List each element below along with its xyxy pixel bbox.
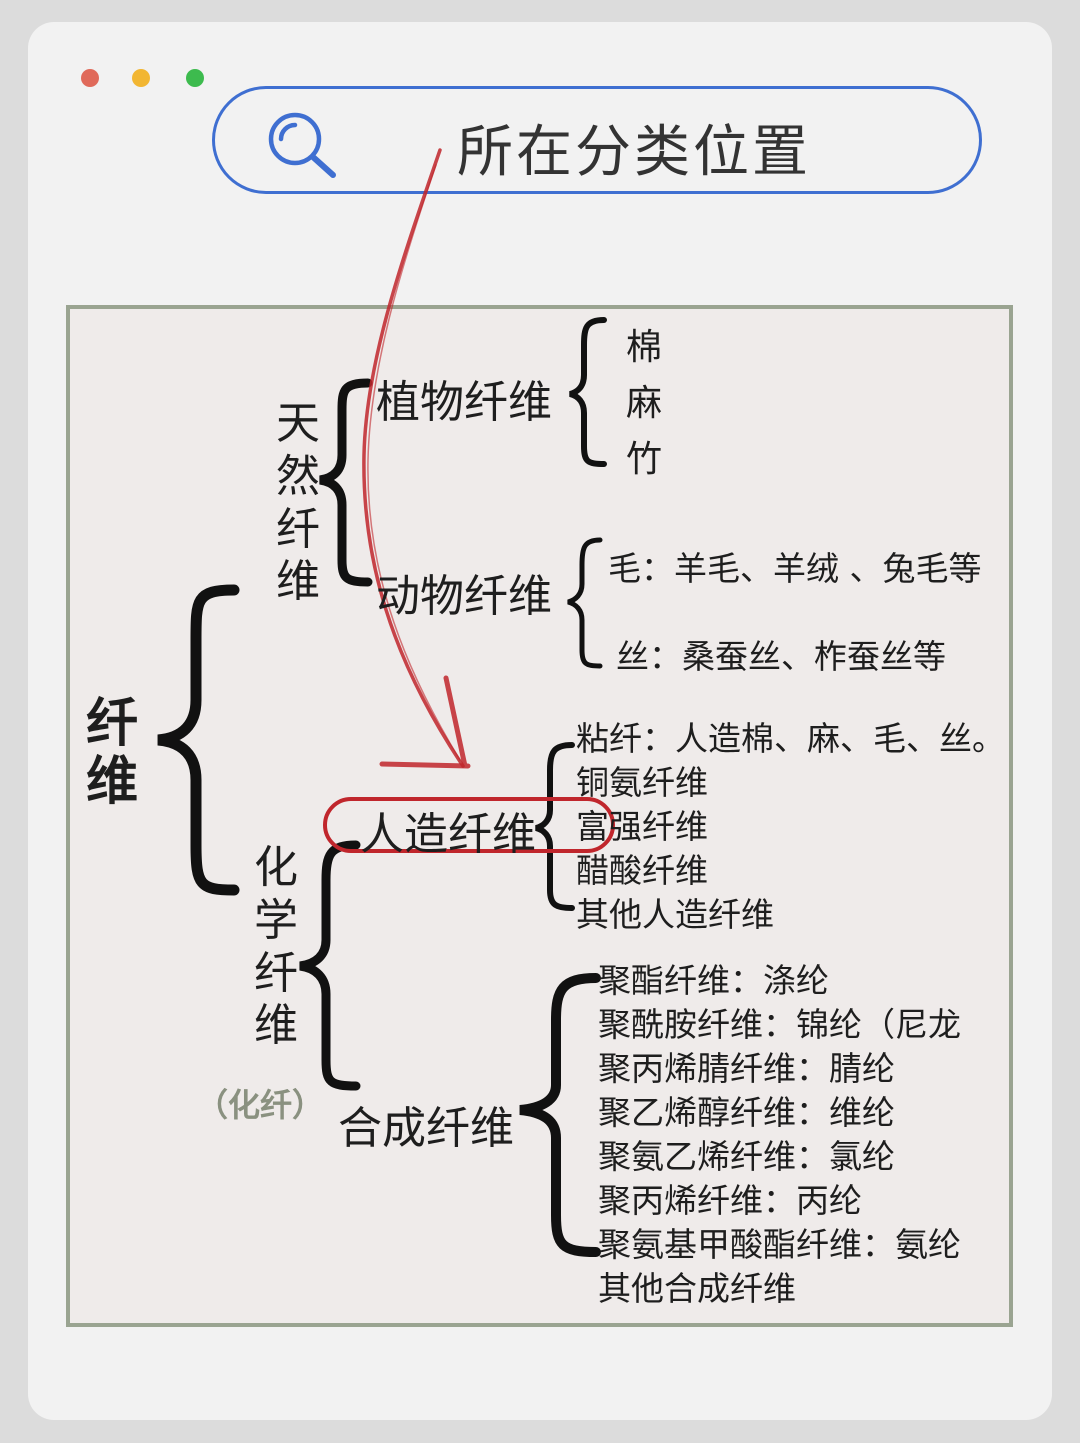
- artificial-brace: [535, 742, 575, 911]
- search-bar[interactable]: 所在分类位置: [212, 86, 982, 194]
- synthetic-item-1: 聚酯纤维：涤纶: [598, 961, 829, 1000]
- animal-brace: [567, 537, 603, 669]
- artificial-item-5: 其他人造纤维: [576, 895, 774, 934]
- synthetic-item-5: 聚氨乙烯纤维：氯纶: [598, 1137, 895, 1176]
- synthetic-item-2: 聚酰胺纤维：锦纶（尼龙: [598, 1005, 961, 1044]
- root-brace: [157, 584, 240, 896]
- search-icon: [268, 112, 336, 178]
- chemical-abbr: （化纤）: [196, 1086, 325, 1124]
- pointer-arrow: [362, 148, 465, 768]
- pointer-arrowhead: [379, 675, 471, 769]
- artificial-label: 人造纤维: [360, 809, 536, 860]
- plant-brace: [569, 317, 607, 467]
- artificial-item-4: 醋酸纤维: [576, 851, 708, 890]
- synthetic-item-7: 聚氨基甲酸酯纤维：氨纶: [598, 1225, 961, 1264]
- diagram-panel: [66, 305, 1013, 1327]
- synthetic-brace: [519, 973, 601, 1257]
- plant-item-1: 棉: [626, 327, 663, 368]
- synthetic-item-3: 聚丙烯腈纤维：腈纶: [598, 1049, 895, 1088]
- natural-label: 天然纤维: [276, 398, 320, 608]
- artificial-item-2: 铜氨纤维: [576, 763, 708, 802]
- natural-brace: [319, 378, 373, 587]
- artificial-item-1: 粘纤：人造棉、麻、毛、丝。: [576, 719, 1005, 758]
- plant-item-2: 麻: [626, 383, 663, 424]
- root-label: 纤维: [86, 694, 139, 813]
- animal-item-1: 毛：羊毛、羊绒 、兔毛等: [608, 549, 982, 588]
- dot-yellow[interactable]: [132, 69, 150, 87]
- plant-item-3: 竹: [626, 439, 663, 480]
- animal-label: 动物纤维: [376, 571, 552, 622]
- animal-item-2: 丝：桑蚕丝、柞蚕丝等: [616, 637, 946, 676]
- search-title: 所在分类位置: [457, 120, 811, 185]
- artificial-item-3: 富强纤维: [576, 807, 708, 846]
- synthetic-label: 合成纤维: [338, 1103, 514, 1154]
- dot-red[interactable]: [81, 69, 99, 87]
- chemical-label: 化学纤维: [254, 842, 298, 1052]
- plant-label: 植物纤维: [376, 377, 552, 428]
- chemical-brace: [299, 840, 361, 1091]
- pointer-arrow-shaft2: [367, 164, 461, 761]
- synthetic-item-4: 聚乙烯醇纤维：维纶: [598, 1093, 895, 1132]
- synthetic-item-6: 聚丙烯纤维：丙纶: [598, 1181, 862, 1220]
- highlight-ring: [323, 797, 615, 853]
- dot-green[interactable]: [186, 69, 204, 87]
- synthetic-item-8: 其他合成纤维: [598, 1269, 796, 1308]
